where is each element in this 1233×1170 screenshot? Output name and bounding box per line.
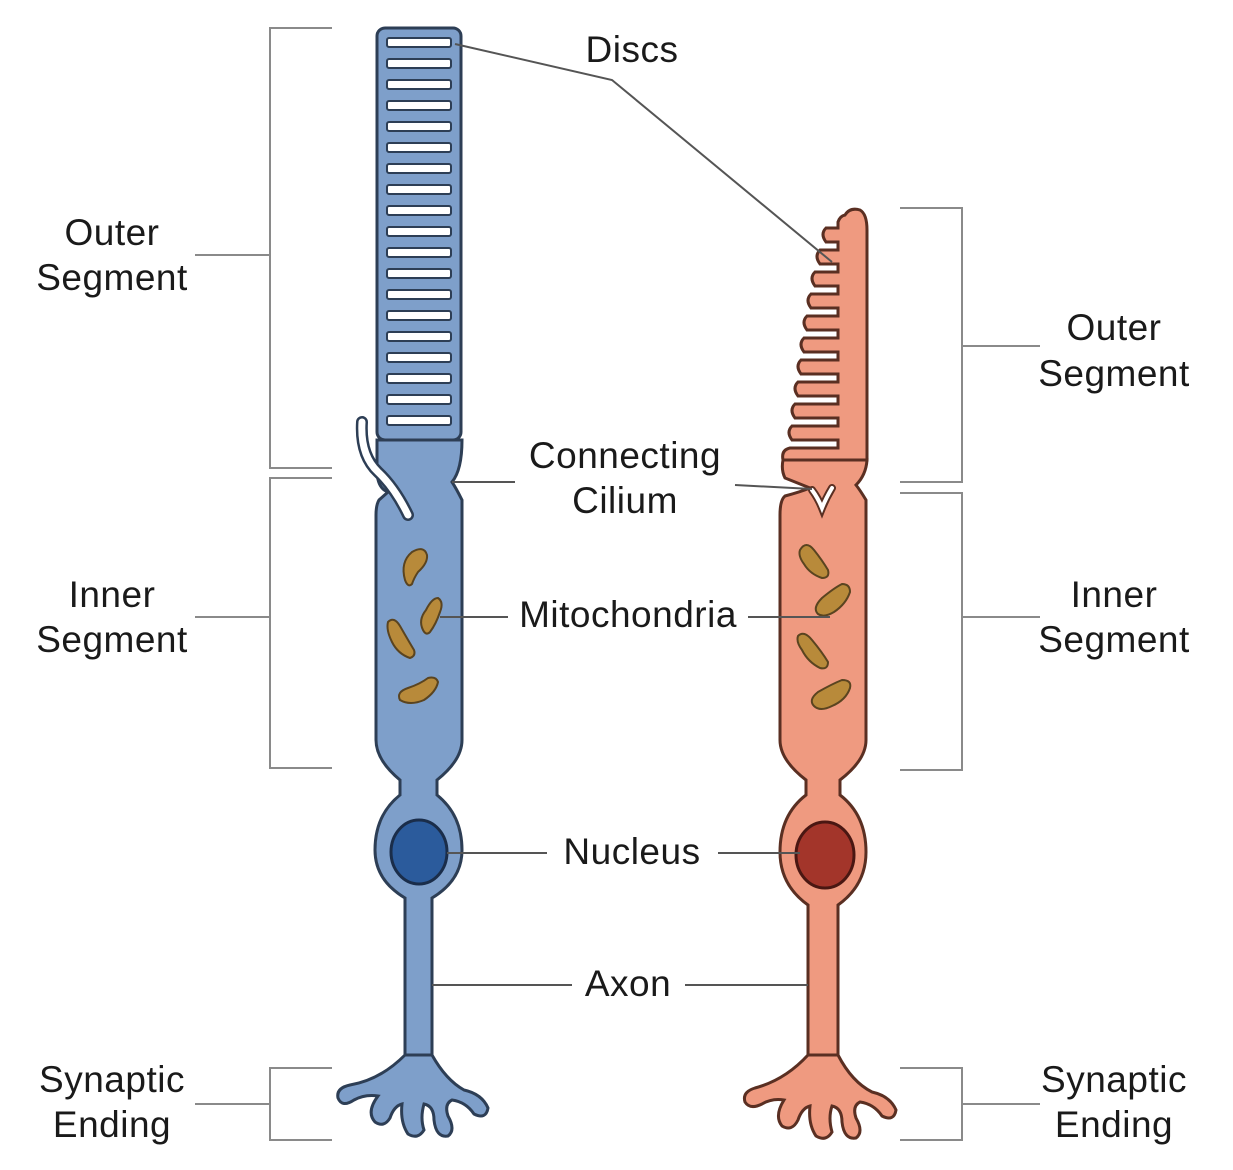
cone-cell [743,207,898,1140]
label-outer-segment-right-1: Outer [1066,307,1161,348]
label-outer-segment-left-2: Segment [36,257,188,298]
bracket-outer-segment-left [195,27,332,469]
label-discs: Discs [586,29,679,70]
label-synaptic-ending-left-2: Ending [53,1104,171,1145]
bracket-inner-segment-left [195,477,332,769]
label-inner-segment-right-1: Inner [1071,574,1158,615]
label-mitochondria: Mitochondria [519,594,737,635]
cone-outer-segment [781,207,869,462]
rod-mitochondria [386,548,443,704]
label-inner-segment-right-2: Segment [1038,619,1190,660]
bracket-synaptic-ending-right [900,1067,1040,1141]
label-nucleus: Nucleus [563,831,700,872]
brackets [195,27,1040,1141]
label-outer-segment-right-2: Segment [1038,353,1190,394]
label-synaptic-ending-right-2: Ending [1055,1104,1173,1145]
discs-leader [454,43,833,263]
rod-synaptic-ending [336,1053,490,1138]
rod-discs [386,37,452,426]
rod-cell [336,26,490,1138]
cone-body [778,458,869,1062]
labels: Outer Segment Inner Segment Synaptic End… [36,29,1190,1145]
label-outer-segment-left-1: Outer [64,212,159,253]
label-axon: Axon [585,963,671,1004]
label-synaptic-ending-left-1: Synaptic [39,1059,185,1100]
label-connecting-cilium-2: Cilium [572,480,678,521]
label-inner-segment-left-1: Inner [69,574,156,615]
bracket-inner-segment-right [900,492,1040,771]
cone-synaptic-ending [743,1053,898,1140]
bracket-synaptic-ending-left [195,1067,332,1141]
label-inner-segment-left-2: Segment [36,619,188,660]
cone-mitochondria [796,544,852,710]
rod-body [373,438,464,1062]
bracket-outer-segment-right [900,207,1040,483]
rod-nucleus [389,818,449,886]
cilium-leader-right [734,484,813,490]
label-connecting-cilium-1: Connecting [529,435,721,476]
label-synaptic-ending-right-1: Synaptic [1041,1059,1187,1100]
leader-lines [432,43,833,986]
cone-nucleus [794,820,856,890]
